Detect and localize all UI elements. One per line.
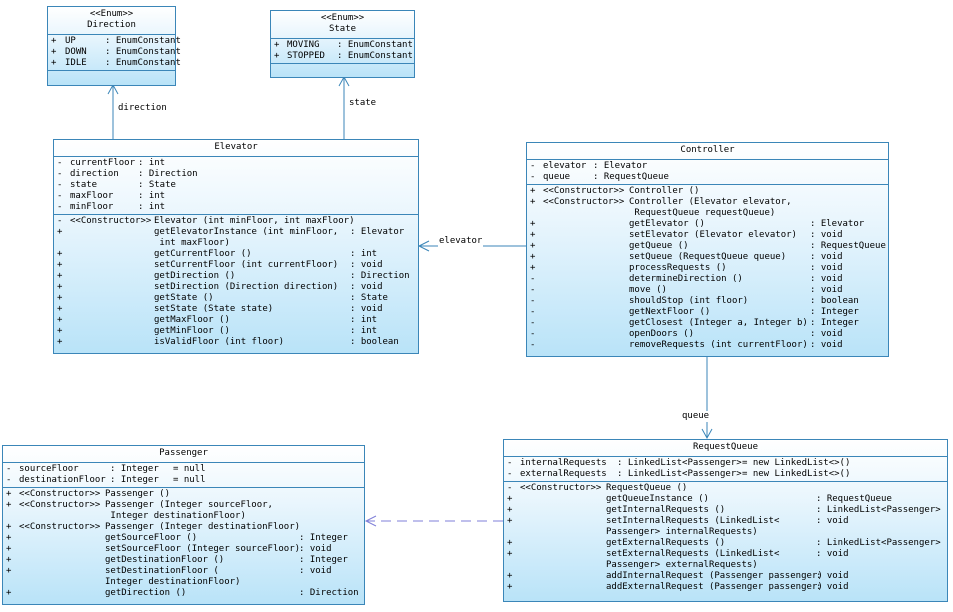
operation-row: -getClosest (Integer a, Integer b): Inte… [530, 318, 859, 328]
operation-row: +getExternalRequests (): LinkedList<Pass… [507, 538, 941, 548]
operation-row: +<<Constructor>>Passenger (Integer desti… [6, 522, 301, 532]
operations-section: -<<Constructor>>Elevator (int minFloor, … [54, 215, 418, 349]
attribute-row: +UP: EnumConstant [51, 36, 181, 46]
attribute-row: -direction: Direction [57, 169, 198, 179]
passenger-arrowhead [364, 515, 377, 527]
attribute-row: -destinationFloor: Integer= null [6, 475, 206, 485]
operation-row: +getState (): State [57, 293, 388, 303]
operation-row: +<<Constructor>>Controller (Elevator ele… [530, 197, 792, 218]
operation-row: -openDoors (): void [530, 329, 843, 339]
operation-row: +getDirection (): Direction [6, 588, 359, 598]
operation-row: +getElevatorInstance (int minFloor, int … [57, 227, 405, 248]
class-header: <<Enum>> State [271, 11, 414, 39]
direction-role-label: direction [117, 103, 168, 114]
operations-section: -<<Constructor>>RequestQueue () +getQueu… [504, 482, 947, 594]
operation-row: +isValidFloor (int floor): boolean [57, 337, 399, 347]
attribute-row: -maxFloor: int [57, 191, 166, 201]
operation-row: +getElevator (): Elevator [530, 219, 865, 229]
state-enum-class[interactable]: <<Enum>> State +MOVING: EnumConstant +ST… [270, 10, 415, 78]
attribute-row: +STOPPED: EnumConstant [274, 51, 413, 61]
operation-row: +<<Constructor>>Passenger () [6, 489, 171, 499]
operation-row: +getQueueInstance (): RequestQueue [507, 494, 892, 504]
attribute-row: -state: State [57, 180, 176, 190]
attributes-section: -internalRequests: LinkedList<Passenger>… [504, 457, 947, 482]
attribute-row: -sourceFloor: Integer= null [6, 464, 206, 474]
operation-row: +addInternalRequest (Passenger passenger… [507, 571, 849, 581]
elevator-role-label: elevator [438, 236, 484, 247]
operation-row: -getNextFloor (): Integer [530, 307, 859, 317]
operation-row: -<<Constructor>>Elevator (int minFloor, … [57, 216, 355, 226]
operation-row: +getDirection (): Direction [57, 271, 410, 281]
class-name: Passenger [3, 446, 364, 463]
operation-row: -removeRequests (int currentFloor): void [530, 340, 843, 350]
attribute-row: +MOVING: EnumConstant [274, 40, 413, 50]
operation-row: +setDestinationFloor ( Integer destinati… [6, 566, 332, 587]
operation-row: +setElevator (Elevator elevator): void [530, 230, 843, 240]
attributes-section: -sourceFloor: Integer= null -destination… [3, 463, 364, 488]
elevator-arrowhead [417, 240, 430, 252]
operations-section: +<<Constructor>>Passenger () +<<Construc… [3, 488, 364, 600]
operation-row: +setExternalRequests (LinkedList< Passen… [507, 549, 849, 570]
operation-row: +getMinFloor (): int [57, 326, 378, 336]
class-name: Elevator [54, 140, 418, 157]
class-header: <<Enum>> Direction [48, 7, 175, 35]
class-name: Controller [527, 143, 888, 160]
operation-row: +processRequests (): void [530, 263, 843, 273]
operation-row: -<<Constructor>>RequestQueue () [507, 483, 688, 493]
operation-row: +setCurrentFloor (int currentFloor): voi… [57, 260, 383, 270]
queue-role-label: queue [681, 411, 711, 422]
operation-row: +getQueue (): RequestQueue [530, 241, 886, 251]
attribute-row: -externalRequests: LinkedList<Passenger>… [507, 469, 851, 479]
operation-row: +<<Constructor>>Controller () [530, 186, 700, 196]
operation-row: +setSourceFloor (Integer sourceFloor): v… [6, 544, 332, 554]
state-role-label: state [348, 98, 378, 109]
operation-row: +setQueue (RequestQueue queue): void [530, 252, 843, 262]
attribute-row: -currentFloor: int [57, 158, 166, 168]
attribute-row: -internalRequests: LinkedList<Passenger>… [507, 458, 851, 468]
attributes-section: -elevator: Elevator -queue: RequestQueue [527, 160, 888, 185]
operation-row: +<<Constructor>>Passenger (Integer sourc… [6, 500, 273, 521]
attribute-row: -elevator: Elevator [530, 161, 648, 171]
operations-section: +<<Constructor>>Controller () +<<Constru… [527, 185, 888, 352]
operation-row: +getDestinationFloor (): Integer [6, 555, 348, 565]
attributes-section: +MOVING: EnumConstant +STOPPED: EnumCons… [271, 39, 414, 64]
operation-row: +setInternalRequests (LinkedList< Passen… [507, 516, 849, 537]
class-name: State [328, 24, 357, 34]
class-name: Direction [87, 20, 136, 30]
operation-row: +addExternalRequest (Passenger passenger… [507, 582, 849, 592]
attribute-row: -queue: RequestQueue [530, 172, 669, 182]
attributes-section: +UP: EnumConstant +DOWN: EnumConstant +I… [48, 35, 181, 71]
operation-row: +setState (State state): void [57, 304, 383, 314]
attribute-row: +IDLE: EnumConstant [51, 58, 181, 68]
operation-row: +getMaxFloor (): int [57, 315, 378, 325]
stereotype-label: <<Enum>> [89, 9, 134, 19]
operation-row: +getCurrentFloor (): int [57, 249, 378, 259]
controller-class[interactable]: Controller -elevator: Elevator -queue: R… [526, 142, 889, 357]
operation-row: -determineDirection (): void [530, 274, 843, 284]
attributes-section: -currentFloor: int -direction: Direction… [54, 157, 418, 215]
operation-row: +getInternalRequests (): LinkedList<Pass… [507, 505, 941, 515]
direction-enum-class[interactable]: <<Enum>> Direction +UP: EnumConstant +DO… [47, 6, 181, 86]
class-name: RequestQueue [504, 440, 947, 457]
elevator-class[interactable]: Elevator -currentFloor: int -direction: … [53, 139, 419, 354]
passenger-class[interactable]: Passenger -sourceFloor: Integer= null -d… [2, 445, 365, 605]
attribute-row: +DOWN: EnumConstant [51, 47, 181, 57]
operation-row: -shouldStop (int floor): boolean [530, 296, 859, 306]
operation-row: -move (): void [530, 285, 843, 295]
operation-row: +setDirection (Direction direction): voi… [57, 282, 383, 292]
operation-row: +getSourceFloor (): Integer [6, 533, 348, 543]
requestqueue-class[interactable]: RequestQueue -internalRequests: LinkedLi… [503, 439, 948, 602]
stereotype-label: <<Enum>> [320, 13, 365, 23]
queue-arrowhead [701, 428, 713, 440]
attribute-row: -minFloor: int [57, 202, 166, 212]
